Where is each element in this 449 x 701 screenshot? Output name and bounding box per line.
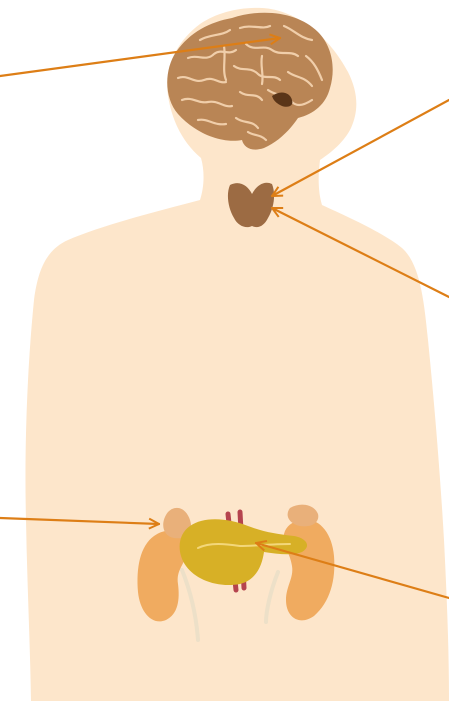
endocrine-system-diagram [0, 0, 449, 701]
